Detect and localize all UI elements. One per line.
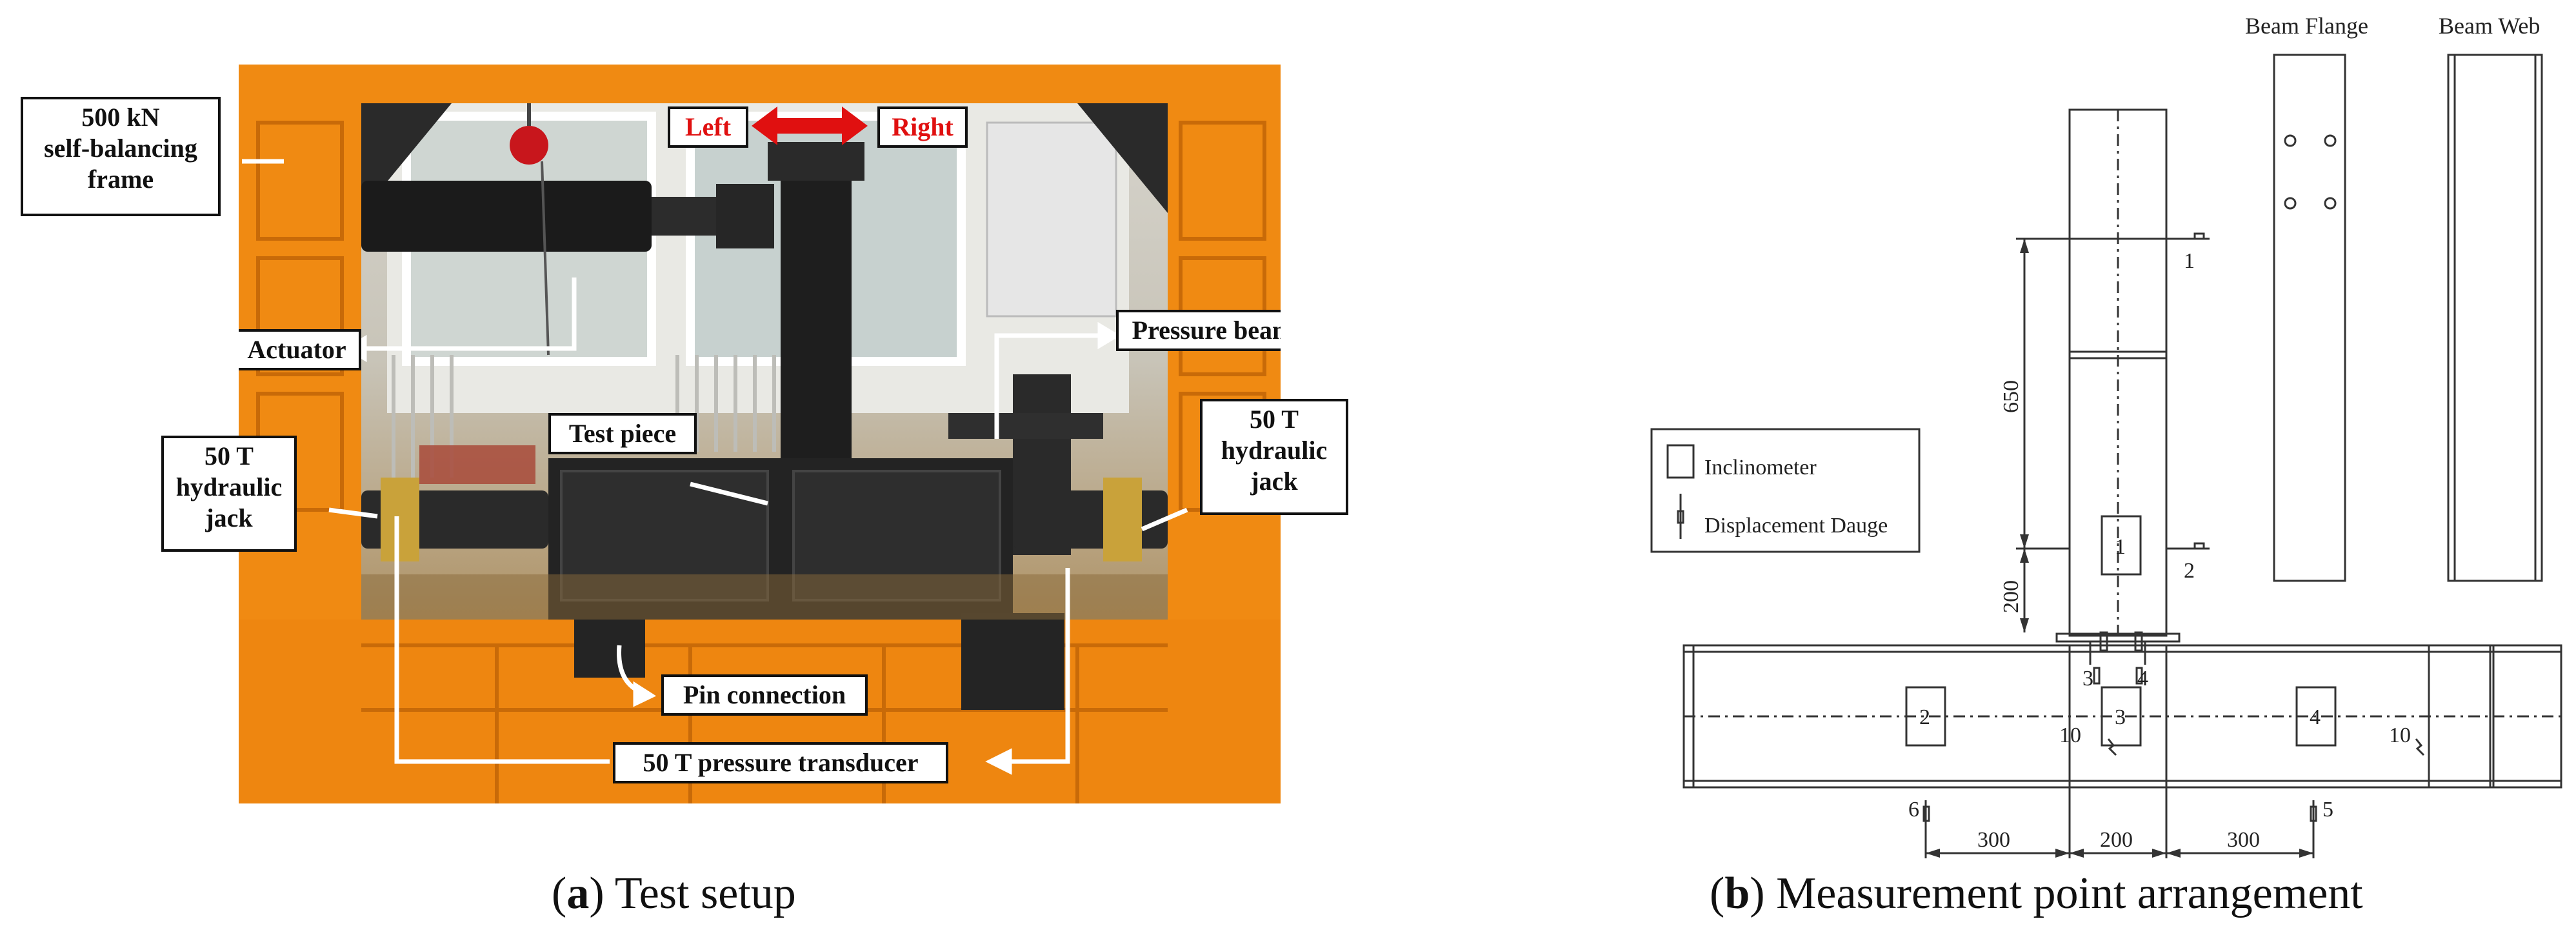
dim-650: 650 <box>1999 380 2023 413</box>
gauge-2: 2 <box>2184 559 2195 583</box>
caption-b-letter: b <box>1724 869 1750 918</box>
dim-200-vertical: 200 <box>1999 580 2023 613</box>
right-direction-label: Right <box>877 106 968 148</box>
gauge-6: 6 <box>1908 798 1919 822</box>
legend-displacement: Displacement Dauge <box>1704 514 1888 538</box>
inclinometer-2: 2 <box>1919 705 1930 729</box>
right-jack-line2: hydraulic <box>1221 436 1328 465</box>
pressure-transducer-label: 50 T pressure transducer <box>613 742 948 783</box>
right-jack-line3: jack <box>1250 467 1298 496</box>
right-jack-line1: 50 T <box>1250 405 1299 434</box>
dim-300-right: 300 <box>2227 828 2260 852</box>
inclinometer-1: 1 <box>2115 535 2126 559</box>
dim-300-left: 300 <box>1977 828 2010 852</box>
section-10-right: 10 <box>2389 723 2411 747</box>
pressure-beam-label: Pressure beam <box>1116 310 1281 351</box>
beam-flange-title: Beam Flange <box>2245 13 2368 39</box>
frame-label-line3: frame <box>87 165 154 194</box>
inclinometer-4: 4 <box>2310 705 2321 729</box>
caption-a: (a) Test setup <box>552 869 796 918</box>
caption-a-letter: a <box>566 869 590 918</box>
gauge-4: 4 <box>2137 667 2148 691</box>
inclinometer-3: 3 <box>2115 705 2126 729</box>
caption-a-text: Test setup <box>614 869 796 918</box>
test-setup-illustration <box>239 65 1281 803</box>
test-piece-label: Test piece <box>548 413 697 454</box>
gauge-3: 3 <box>2082 667 2093 691</box>
dim-200-horizontal: 200 <box>2100 828 2133 852</box>
left-jack-line3: jack <box>205 503 253 532</box>
test-setup-photo: Left Right Actuator Pressure beam Test p… <box>239 65 1281 803</box>
frame-label: 500 kN self-balancing frame <box>21 97 221 216</box>
left-jack-label: 50 T hydraulic jack <box>161 436 297 552</box>
frame-label-line2: self-balancing <box>44 134 197 163</box>
beam-web-title: Beam Web <box>2439 13 2540 39</box>
frame-label-line1: 500 kN <box>81 103 160 132</box>
caption-b: (b) Measurement point arrangement <box>1710 869 2363 918</box>
legend-inclinometer: Inclinometer <box>1704 456 1817 480</box>
gauge-1: 1 <box>2184 249 2195 273</box>
measurement-diagram: Beam Flange Beam Web Inclinometer Displa… <box>1650 13 2562 858</box>
actuator-label: Actuator <box>239 329 361 370</box>
gauge-5: 5 <box>2322 798 2333 822</box>
caption-b-text: Measurement point arrangement <box>1776 869 2363 918</box>
section-10-left: 10 <box>2059 723 2081 747</box>
left-direction-label: Left <box>668 106 748 148</box>
pin-connection-label: Pin connection <box>661 674 868 716</box>
right-jack-label: 50 T hydraulic jack <box>1200 399 1348 515</box>
left-jack-line2: hydraulic <box>175 472 283 501</box>
direction-arrow-icon <box>752 106 868 145</box>
left-jack-line1: 50 T <box>205 441 254 470</box>
